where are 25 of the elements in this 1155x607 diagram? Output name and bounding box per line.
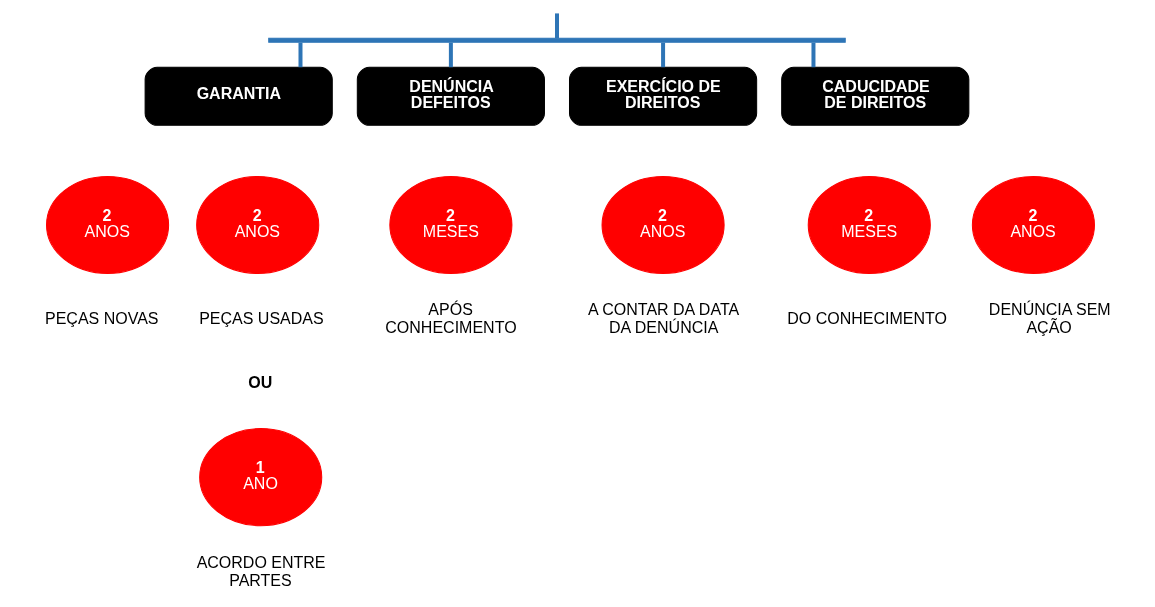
node-ellipse: 2 MESES xyxy=(389,175,513,274)
node-ellipse: 2 MESES xyxy=(807,175,931,274)
node-ellipse: 2 ANOS xyxy=(601,175,725,274)
node-label: ACORDO ENTRE PARTES xyxy=(196,553,326,589)
label: OU xyxy=(248,374,273,392)
node-ellipse: 2 ANOS xyxy=(46,175,170,274)
node-label: APÓS CONHECIMENTO xyxy=(385,301,517,337)
node-ellipse: 2 ANOS xyxy=(196,175,320,274)
node-box: EXERCÍCIO DE DIREITOS xyxy=(569,66,758,126)
node-bar xyxy=(268,37,846,43)
connector xyxy=(811,42,816,68)
connector xyxy=(298,42,303,68)
node-box: DENÚNCIA DEFEITOS xyxy=(356,66,545,126)
connector xyxy=(661,42,666,68)
node-label: A CONTAR DA DATA DA DENÚNCIA xyxy=(588,301,740,337)
connector xyxy=(448,42,453,68)
node-label: PEÇAS NOVAS xyxy=(45,310,159,328)
node-label: PEÇAS USADAS xyxy=(199,310,324,328)
node-box: GARANTIA xyxy=(144,66,333,126)
connector xyxy=(555,13,559,39)
node-ellipse: 1 ANO xyxy=(199,428,323,527)
node-box: CADUCIDADE DE DIREITOS xyxy=(781,66,970,126)
node-ellipse: 2 ANOS xyxy=(971,175,1095,274)
node-label: DO CONHECIMENTO xyxy=(787,310,947,328)
node-label: DENÚNCIA SEM AÇÃO xyxy=(988,301,1111,337)
